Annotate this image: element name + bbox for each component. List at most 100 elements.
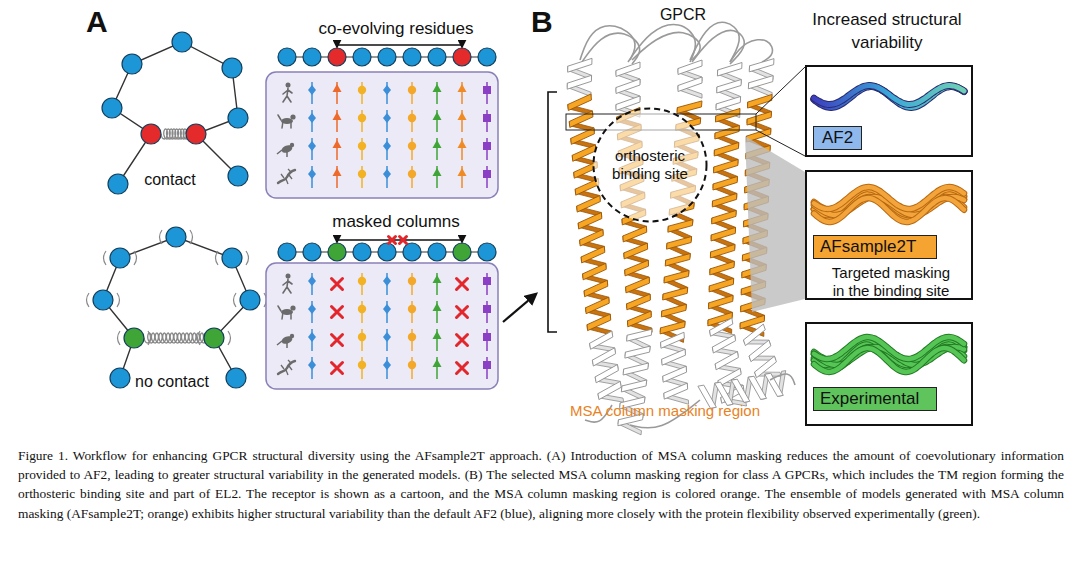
residue-glyph: [433, 303, 442, 311]
helix-ribbon: [664, 383, 688, 399]
residue-circle: [228, 166, 248, 186]
helix-ribbon: [678, 60, 702, 98]
ribbon: [814, 187, 964, 209]
helix-ribbon: [731, 379, 749, 402]
mask-cross: [457, 279, 468, 290]
residue-circle: [102, 98, 122, 118]
residue-circle: [122, 54, 142, 74]
helix-ribbon: [665, 253, 690, 266]
helix-ribbon: [627, 311, 651, 327]
residue-glyph: [483, 170, 491, 178]
residue-graph: [87, 32, 267, 388]
species-icon: [277, 150, 287, 157]
model-panel: AFsample2TTargeted masking in the bindin…: [805, 170, 973, 300]
residue-glyph: [383, 304, 391, 314]
residue-circle: [204, 328, 224, 348]
helix-ribbon: [714, 142, 739, 156]
helix-ribbon: [567, 75, 591, 89]
residue-glyph: [308, 360, 316, 370]
motion-arc: [190, 230, 193, 244]
residue-glyph: [483, 277, 491, 285]
residue-glyph: [383, 360, 391, 370]
zoom-line: [756, 67, 805, 156]
species-icon: [278, 114, 296, 128]
species-icon: [278, 306, 291, 319]
helix-ribbon: [580, 229, 604, 246]
species-icon: [290, 305, 295, 310]
residue-glyph: [483, 142, 491, 150]
helix-ribbon: [749, 59, 774, 72]
residue-glyph: [383, 141, 391, 151]
helix-ribbon: [592, 348, 615, 366]
mask-cross: [457, 335, 468, 346]
helix-ribbon: [743, 324, 781, 378]
helix-ribbon: [677, 101, 702, 114]
helix-ribbon: [581, 246, 605, 263]
helix-ribbon: [621, 380, 646, 392]
species-icon: [278, 170, 295, 183]
residue-glyph: [333, 84, 342, 92]
helix-ribbon: [595, 365, 618, 383]
helix-ribbon: [623, 363, 648, 375]
residue-glyph: [383, 332, 391, 342]
helix-ribbon: [715, 108, 740, 122]
helix-ribbon: [598, 381, 621, 399]
residue-circle: [453, 48, 471, 66]
motion-arc: [148, 331, 151, 345]
node-text: Targeted masking in the binding site: [825, 264, 957, 300]
helix-ribbon: [662, 349, 686, 365]
residue-circle: [478, 48, 496, 66]
helix-ribbon: [616, 96, 640, 111]
helix-ribbon: [765, 373, 783, 396]
helix-ribbon: [710, 261, 735, 275]
panel-letter: A: [86, 4, 126, 40]
residue-circle: [403, 243, 421, 261]
helix-ribbon: [668, 220, 693, 233]
residue-glyph: [408, 361, 416, 369]
annotation-label: no contact: [112, 372, 232, 391]
motion-arc: [160, 230, 163, 244]
helix-ribbon: [678, 60, 702, 75]
residue-glyph: [308, 141, 316, 151]
residue-glyph: [358, 142, 366, 150]
helix-ribbon: [715, 382, 733, 405]
species-icon: [277, 334, 294, 348]
helix-ribbon: [748, 59, 774, 97]
residue-glyph: [383, 276, 391, 286]
loop-line: [580, 26, 635, 60]
model-tag: Experimental: [813, 387, 937, 411]
residue-circle: [278, 48, 296, 66]
residue-glyph: [458, 112, 467, 120]
residue-glyph: [308, 276, 316, 286]
species-icon: [283, 88, 292, 102]
residue-circle: [303, 243, 321, 261]
residue-glyph: [408, 333, 416, 341]
helix-ribbon: [568, 94, 592, 111]
helix-ribbon: [715, 352, 738, 370]
residue-circle: [226, 368, 246, 388]
residue-circle: [222, 248, 242, 268]
bracket-arrow: [400, 45, 462, 47]
annotation-label: contact: [120, 170, 220, 189]
zoom-wedge: [745, 136, 805, 312]
species-icon: [278, 115, 291, 128]
msa-alignment: [266, 45, 498, 389]
residue-glyph: [483, 114, 491, 122]
annotation-label: Increased structural variability: [792, 8, 982, 54]
gpcr-cartoon: [548, 22, 805, 435]
helix-ribbon: [584, 280, 608, 297]
helix-ribbon: [716, 96, 741, 109]
helix-ribbon: [712, 193, 737, 207]
residue-circle: [124, 328, 144, 348]
residue-glyph: [408, 142, 416, 150]
residue-glyph: [433, 359, 442, 367]
backbone-line: [103, 237, 250, 378]
residue-glyph: [408, 305, 416, 313]
species-icon: [278, 169, 295, 184]
helix-ribbon: [627, 294, 651, 310]
species-icon: [283, 274, 292, 294]
residue-circle: [428, 243, 446, 261]
residue-circle: [110, 368, 130, 388]
panel-letter: B: [531, 4, 571, 40]
residue-circle: [278, 243, 296, 261]
